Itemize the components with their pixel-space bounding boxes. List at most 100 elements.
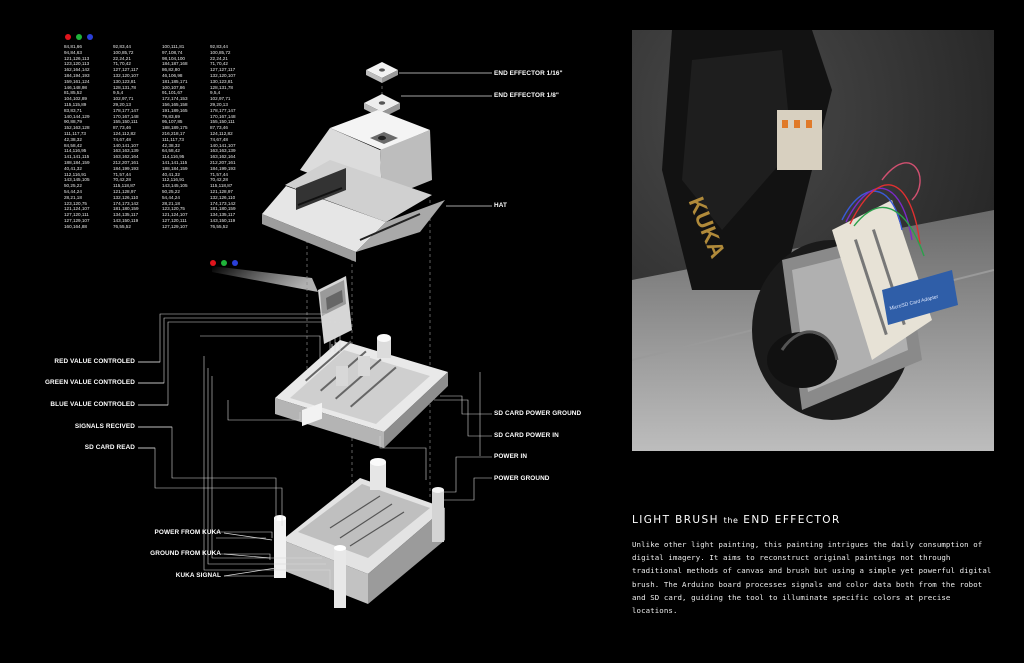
color-value: 143,145,105	[162, 183, 188, 189]
color-value: 127,120,111	[64, 212, 89, 218]
label-end-effector-1-8: END EFFECTOR 1/8"	[494, 92, 559, 99]
label-power-kuka: POWER FROM KUKA	[154, 529, 221, 536]
color-value: 128,131,78	[210, 84, 233, 90]
color-value: 191,189,165	[162, 107, 188, 113]
color-value: 74,67,48	[113, 136, 131, 142]
color-value: 46,106,98	[162, 72, 183, 78]
color-value: 181,185,171	[162, 78, 188, 84]
color-value: 9,5,4	[113, 90, 124, 96]
label-kuka-signal: KUKA SIGNAL	[175, 572, 221, 579]
color-value: 64,58,42	[162, 148, 180, 154]
color-value: 42,38,32	[162, 142, 180, 148]
color-value: 87,73,46	[210, 125, 228, 131]
color-value: 163,163,139	[210, 148, 236, 154]
color-value: 184,194,193	[64, 72, 90, 78]
color-value: 114,116,95	[64, 148, 87, 154]
color-value: 70,42,28	[113, 177, 131, 183]
blue-dot	[87, 34, 93, 40]
color-value: 152,163,128	[64, 125, 90, 131]
color-value: 184,187,168	[162, 61, 188, 67]
color-value: 90,88,79	[64, 119, 82, 125]
color-value: 156,165,158	[162, 101, 188, 107]
label-sd-read: SD CARD READ	[84, 444, 135, 451]
color-value: 184,199,193	[210, 165, 236, 171]
color-value: 146,148,98	[64, 84, 87, 90]
color-value: 22,24,21	[113, 55, 131, 61]
color-value: 162,164,142	[64, 67, 90, 73]
color-value: 71,70,42	[113, 61, 131, 67]
color-value: 50,25,22	[64, 183, 82, 189]
section-title: LIGHT BRUSH the END EFFECTOR	[632, 514, 841, 526]
color-value: 216,218,17	[162, 130, 185, 136]
breadboard-part	[275, 334, 448, 448]
color-value: 178,177,147	[113, 107, 139, 113]
label-ground-kuka: GROUND FROM KUKA	[150, 550, 221, 557]
color-value: 121,126,113	[64, 55, 90, 61]
color-value: 87,73,46	[113, 125, 131, 131]
color-value: 54,44,24	[64, 188, 82, 194]
color-value: 92,83,44	[113, 44, 131, 49]
color-value: 127,127,117	[113, 67, 139, 73]
color-value: 84,81,66	[64, 44, 82, 49]
color-value: 127,127,117	[210, 67, 236, 73]
color-value: 111,117,73	[162, 136, 184, 142]
color-value: 50,25,22	[162, 188, 180, 194]
color-value: 76,55,52	[113, 223, 131, 229]
color-value: 115,118,87	[210, 183, 233, 189]
end-effector-1-16-part	[366, 62, 398, 83]
color-value: 130,123,81	[210, 78, 233, 84]
color-value: 115,118,87	[113, 183, 136, 189]
color-value: 188,184,159	[162, 165, 188, 171]
color-value: 212,207,161	[113, 159, 139, 165]
red-dot	[65, 34, 71, 40]
color-value: 160,164,88	[64, 223, 87, 229]
color-value: 123,120,113	[64, 61, 90, 67]
color-value: 115,115,89	[64, 101, 87, 107]
color-value: 86,82,80	[162, 67, 180, 73]
color-value: 143,150,119	[113, 217, 139, 223]
color-value: 134,135,117	[210, 212, 236, 218]
color-value: 95,107,85	[162, 119, 183, 125]
color-value: 132,120,107	[113, 72, 139, 78]
color-value: 112,116,91	[162, 177, 185, 183]
color-value: 127,120,111	[162, 217, 187, 223]
color-value: 132,126,110	[113, 194, 139, 200]
color-value: 174,173,142	[113, 200, 139, 206]
color-value: 170,167,148	[210, 113, 236, 119]
color-value: 123,120,75	[64, 200, 87, 206]
color-value: 132,126,110	[210, 194, 236, 200]
color-value: 155,150,111	[113, 119, 138, 125]
color-value: 111,117,73	[64, 130, 86, 136]
color-value: 9,5,4	[210, 90, 221, 96]
color-value: 124,112,82	[210, 130, 233, 136]
color-value: 170,167,148	[113, 113, 139, 119]
color-value: 104,102,89	[64, 96, 87, 102]
color-value: 92,83,44	[210, 44, 228, 49]
color-value: 128,131,78	[113, 84, 136, 90]
color-value: 172,174,153	[162, 96, 188, 102]
color-value: 102,97,71	[113, 96, 134, 102]
color-value: 98,104,100	[162, 55, 185, 61]
color-value: 71,57,44	[113, 171, 131, 177]
color-value: 54,44,24	[162, 194, 180, 200]
color-value: 174,173,142	[210, 200, 236, 206]
color-value: 140,141,107	[210, 142, 236, 148]
label-red-value: RED VALUE CONTROLED	[54, 358, 135, 365]
color-value: 181,180,159	[113, 206, 139, 212]
exploded-assembly-diagram	[138, 62, 492, 608]
blue-dot-lower	[232, 260, 238, 266]
color-value: 100,107,86	[162, 84, 185, 90]
color-value: 84,58,42	[64, 142, 82, 148]
color-value: 181,180,159	[210, 206, 236, 212]
green-dot-lower	[221, 260, 227, 266]
color-value: 143,145,105	[64, 177, 90, 183]
color-value: 71,57,44	[210, 171, 228, 177]
section-description: Unlike other light painting, this painti…	[632, 540, 992, 616]
color-value: 91,101,67	[162, 90, 183, 96]
color-value: 70,42,28	[210, 177, 228, 183]
color-value: 155,150,111	[210, 119, 235, 125]
color-value: 141,141,115	[162, 159, 188, 165]
